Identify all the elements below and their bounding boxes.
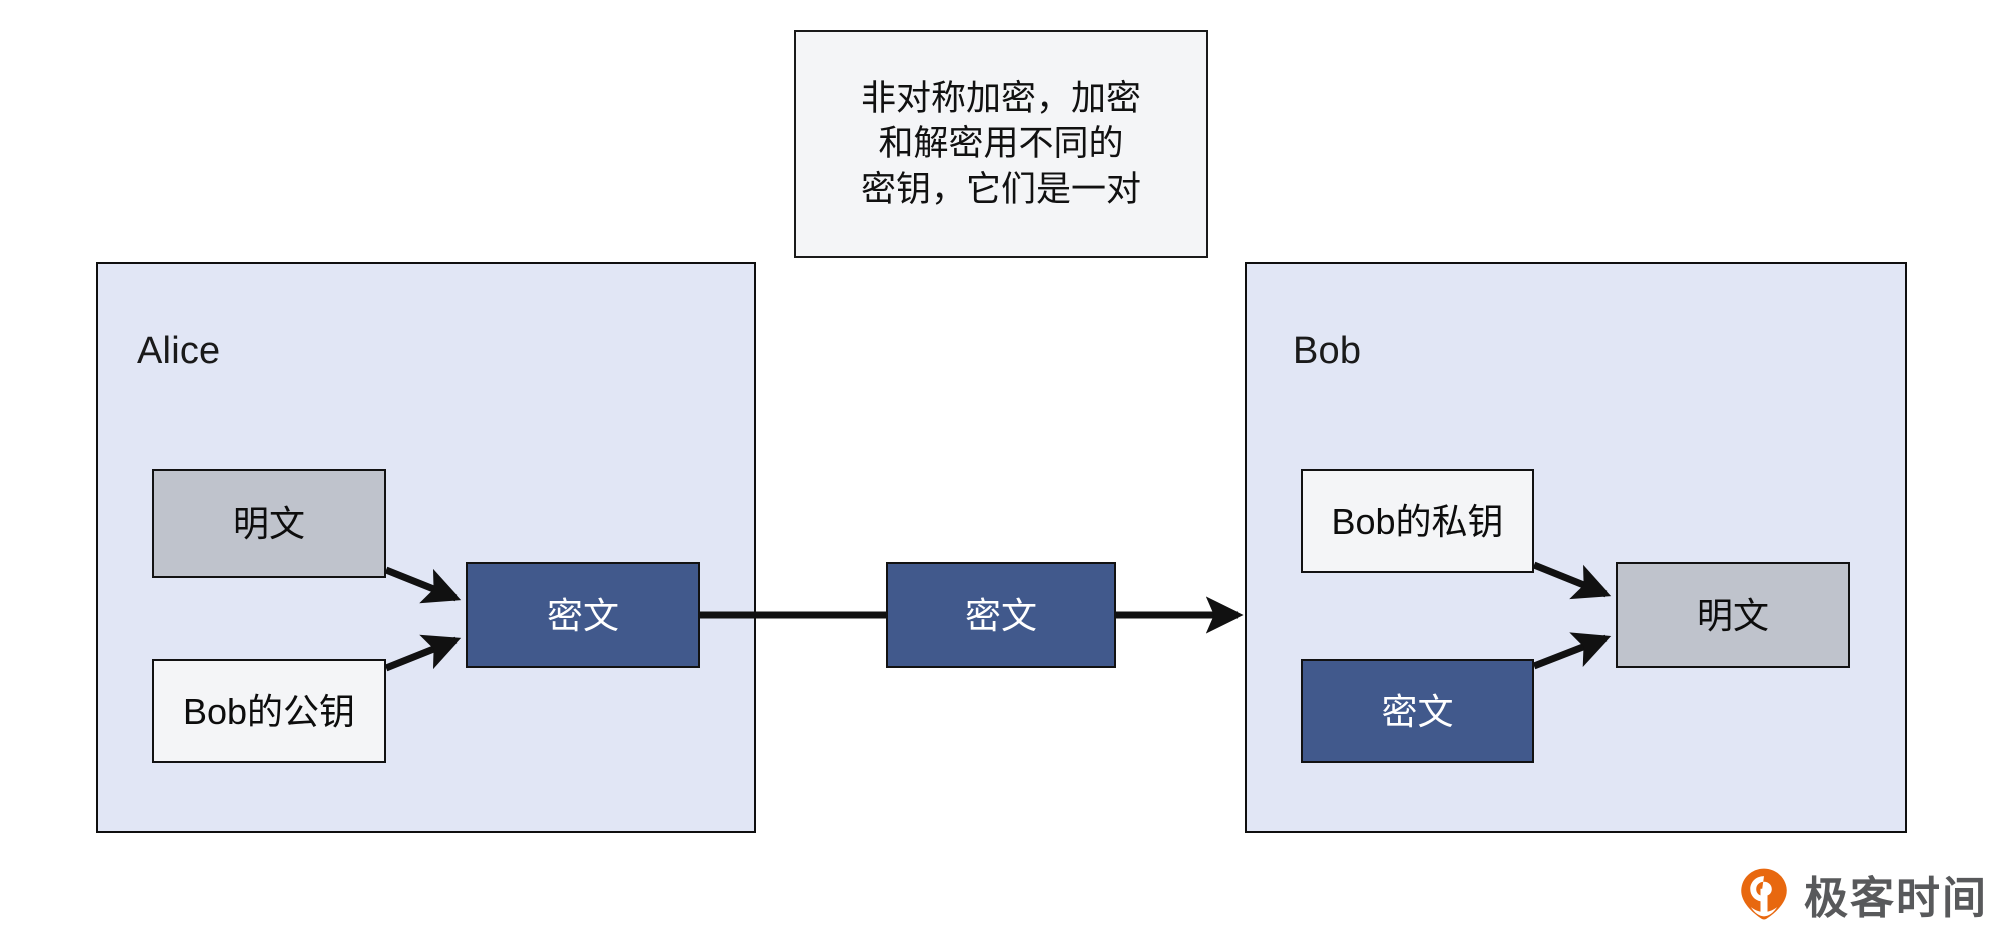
alice-ciphertext-box: 密文 (466, 562, 700, 668)
note-callout: 非对称加密，加密 和解密用不同的 密钥，它们是一对 (794, 30, 1208, 258)
alice-panel-label: Alice (137, 330, 221, 372)
alice-plaintext-box: 明文 (152, 469, 386, 578)
alice-bob-public-key-box: Bob的公钥 (152, 659, 386, 763)
geektime-wordmark: 极客时间 (1804, 874, 1988, 923)
transfer-ciphertext-box: 密文 (886, 562, 1116, 668)
bob-plaintext-box: 明文 (1616, 562, 1850, 668)
geektime-pin-icon (1741, 868, 1787, 920)
bob-ciphertext-box: 密文 (1301, 659, 1534, 763)
bob-panel-label: Bob (1293, 330, 1362, 372)
bob-private-key-box: Bob的私钥 (1301, 469, 1534, 573)
geektime-logo: 极客时间 (1736, 862, 1988, 926)
